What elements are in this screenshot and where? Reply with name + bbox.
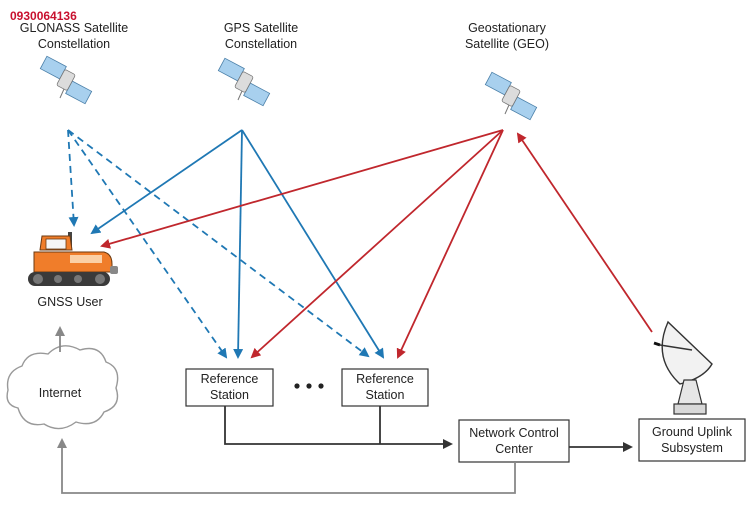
reference-station-1-line2: Station bbox=[210, 388, 249, 402]
ncc-line2: Center bbox=[495, 442, 533, 456]
geo-label-line2: Satellite (GEO) bbox=[465, 37, 549, 51]
gnss-user-label: GNSS User bbox=[37, 295, 102, 309]
glonass-to-user-link bbox=[67, 129, 79, 227]
reference-station-2-line2: Station bbox=[366, 388, 405, 402]
gps-label-line1: GPS Satellite bbox=[224, 21, 298, 35]
ncc-to-internet-link bbox=[57, 438, 516, 494]
geo-to-station1-link bbox=[250, 129, 504, 359]
uplink-to-geo-link bbox=[516, 132, 653, 333]
glonass-label-line2: Constellation bbox=[38, 37, 110, 51]
ncc-line1: Network Control bbox=[469, 426, 559, 440]
reference-station-2-line1: Reference bbox=[356, 372, 414, 386]
gps-to-user-link bbox=[90, 129, 243, 235]
ground-uplink-line2: Subsystem bbox=[661, 441, 723, 455]
internet-cloud bbox=[6, 345, 119, 430]
tractor-icon bbox=[28, 232, 118, 286]
gps-satellite-icon bbox=[217, 57, 271, 107]
network-control-center-box bbox=[458, 419, 570, 463]
gps-to-station2-link bbox=[241, 129, 385, 359]
internet-label: Internet bbox=[39, 386, 82, 400]
glonass-to-station1-link bbox=[67, 129, 228, 359]
reference-station-2-box bbox=[341, 368, 429, 407]
more-stations-ellipsis bbox=[294, 383, 324, 389]
glonass-satellite-icon bbox=[39, 55, 93, 105]
ground-uplink-box bbox=[638, 418, 746, 462]
stations-to-ncc-link bbox=[224, 406, 453, 449]
reference-station-1-line1: Reference bbox=[201, 372, 259, 386]
glonass-to-station2-link bbox=[67, 129, 370, 358]
watermark-text: 0930064136 bbox=[10, 9, 77, 23]
satellite-dish-icon bbox=[653, 320, 713, 415]
geo-label-line1: Geostationary bbox=[468, 21, 547, 35]
glonass-label-line1: GLONASS Satellite bbox=[20, 21, 128, 35]
geo-to-user-link bbox=[100, 129, 504, 249]
gps-to-station1-link bbox=[233, 129, 244, 359]
gps-label-line2: Constellation bbox=[225, 37, 297, 51]
geo-to-station2-link bbox=[396, 129, 504, 359]
ground-uplink-line1: Ground Uplink bbox=[652, 425, 733, 439]
reference-station-1-box bbox=[185, 368, 274, 407]
geo-satellite-icon bbox=[484, 71, 538, 121]
